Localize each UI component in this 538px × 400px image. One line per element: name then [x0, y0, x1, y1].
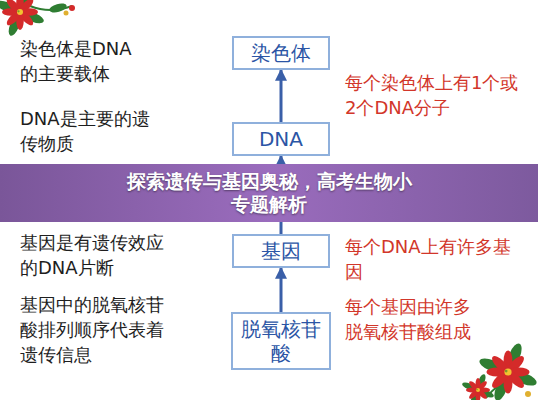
concept-text: 脱氧核苷酸 — [239, 317, 323, 365]
concept-box: 脱氧核苷酸 — [231, 312, 331, 370]
note-text: 基因是有遗传效应的DNA片断 — [20, 230, 178, 280]
up-arrow — [280, 268, 283, 312]
concept-box: DNA — [232, 122, 330, 156]
note-text: 每个染色体上有1个或2个DNA分子 — [345, 70, 523, 120]
title-band: 探索遗传与基因奥秘，高考生物小专题解析 — [0, 164, 538, 222]
concept-text: 基因 — [261, 239, 301, 263]
poinsettia-top-left — [0, 0, 75, 37]
note-text: DNA是主要的遗传物质 — [20, 106, 152, 156]
concept-box: 基因 — [232, 234, 330, 268]
poinsettia-bottom-right — [461, 342, 538, 400]
title-text: 探索遗传与基因奥秘，高考生物小专题解析 — [119, 170, 419, 216]
concept-text: DNA — [259, 127, 303, 151]
up-arrow — [280, 70, 283, 122]
concept-text: 染色体 — [251, 41, 311, 65]
note-text: 每个基因由许多脱氧核苷酸组成 — [345, 294, 485, 344]
concept-box: 染色体 — [232, 36, 330, 70]
note-text: 基因中的脱氧核苷酸排列顺序代表着遗传信息 — [20, 292, 178, 367]
note-text: 每个DNA上有许多基因 — [345, 234, 523, 284]
note-text: 染色体是DNA的主要载体 — [20, 36, 145, 86]
